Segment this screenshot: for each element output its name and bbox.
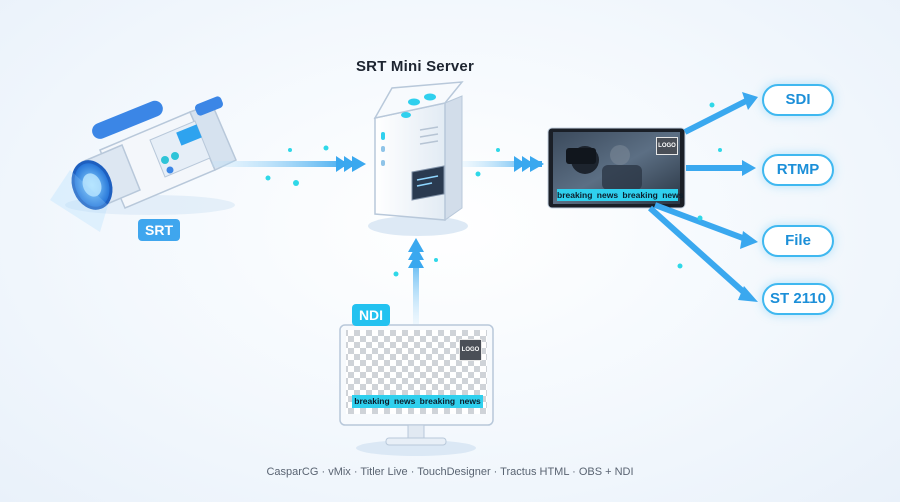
program-logo: LOGO — [656, 137, 678, 155]
program-stream-arrow — [462, 148, 544, 177]
graphics-logo: LOGO — [459, 339, 482, 361]
server-icon — [368, 81, 468, 236]
output-st2110: ST 2110 — [762, 283, 834, 315]
graphics-ticker: breaking news breaking news — [352, 395, 483, 408]
compatibility-footer: CasparCG · vMix · Titler Live · TouchDes… — [266, 466, 634, 478]
ndi-stream-arrow — [393, 238, 438, 324]
srt-input-tag: SRT — [138, 219, 180, 241]
video-camera-icon — [50, 96, 237, 232]
srt-stream-arrow — [212, 145, 366, 186]
output-sdi: SDI — [762, 84, 834, 116]
page-title: SRT Mini Server — [355, 58, 475, 75]
program-ticker: breaking news breaking news — [557, 189, 684, 201]
output-rtmp: RTMP — [762, 154, 834, 186]
output-file: File — [762, 225, 834, 257]
ndi-input-tag: NDI — [352, 304, 390, 326]
output-arrows — [647, 92, 758, 302]
